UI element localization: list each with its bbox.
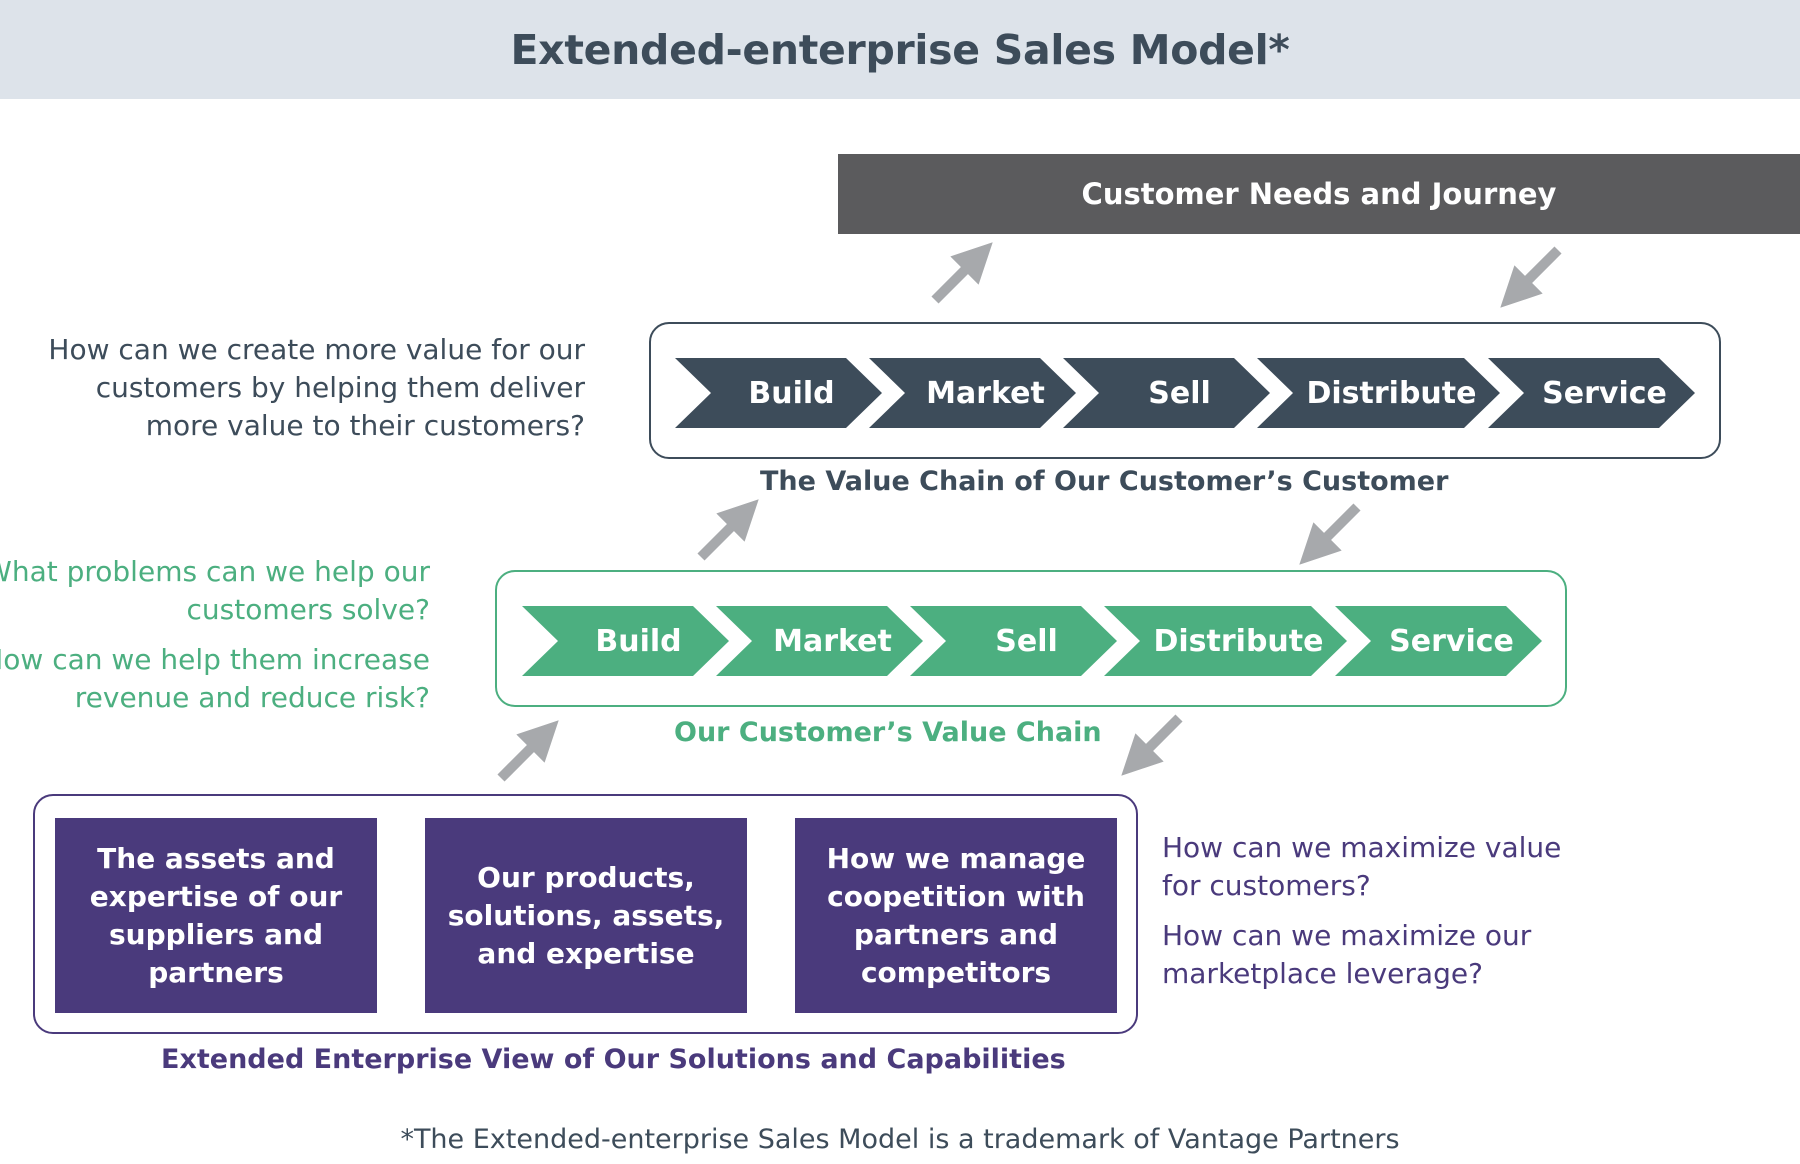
up-arrow-icon [697,499,759,561]
customer-value-chain-panel [495,570,1567,707]
up-arrow-icon [931,242,993,304]
down-arrow-icon [1121,714,1183,776]
down-arrow-icon [1299,503,1361,565]
page-title: Extended-enterprise Sales Model* [510,25,1290,74]
customer-journey-bar: Customer Needs and Journey [838,154,1800,234]
customer-value-chain-caption: Our Customer’s Value Chain [674,717,1102,748]
coopetition-box: How we manage coopetition with partners … [795,818,1117,1013]
extended-enterprise-panel [33,794,1138,1034]
chain-step-sell: Sell [1063,358,1270,428]
chain-step-distribute: Distribute [1104,606,1347,676]
leverage-question: How can we maximize our marketplace leve… [1162,919,1532,990]
chain-step-market: Market [869,358,1076,428]
trademark-footnote: *The Extended-enterprise Sales Model is … [400,1124,1400,1155]
chain-step-distribute: Distribute [1257,358,1500,428]
revenue-question: How can we help them increase revenue an… [0,643,430,714]
extended-enterprise-caption: Extended Enterprise View of Our Solution… [161,1044,1066,1075]
customers-customer-chain-caption: The Value Chain of Our Customer’s Custom… [760,466,1449,497]
suppliers-partners-box: The assets and expertise of our supplier… [55,818,377,1013]
maximize-value-question: How can we maximize value for customers? [1162,831,1562,902]
header-bar: Extended-enterprise Sales Model* [0,0,1800,99]
products-solutions-box: Our products, solutions, assets, and exp… [425,818,747,1013]
up-arrow-icon [497,720,559,782]
problems-question: What problems can we help our customers … [0,555,430,626]
down-arrow-icon [1500,246,1562,308]
customers-customer-chain-panel [649,322,1721,459]
value-creation-question: How can we create more value for our cus… [48,333,585,442]
